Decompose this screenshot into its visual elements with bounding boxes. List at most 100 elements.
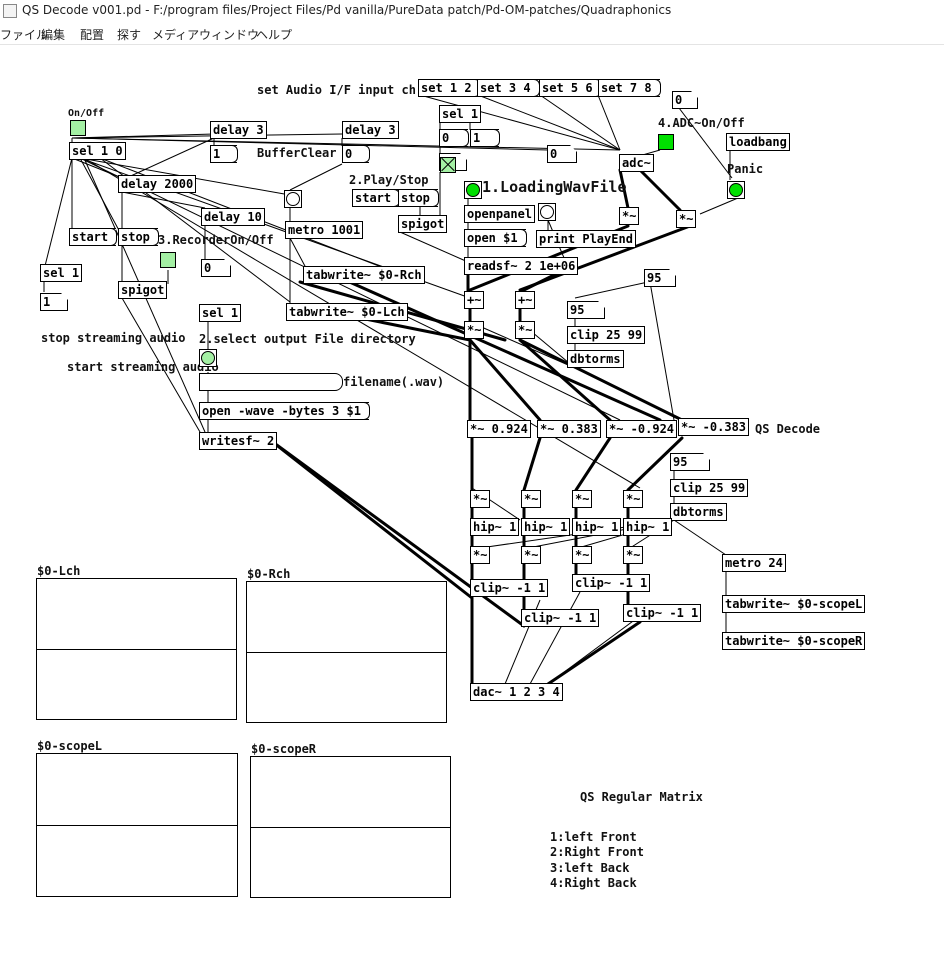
obj-mul-b[interactable]: *~ [676, 210, 697, 228]
obj-hip-2[interactable]: hip~ 1 [521, 518, 571, 536]
msg-zero-a[interactable]: 0 [342, 145, 370, 163]
obj-delay-3-a[interactable]: delay 3 [210, 121, 267, 139]
adc-toggle[interactable] [658, 134, 674, 150]
obj-adc[interactable]: adc~ [619, 154, 654, 172]
obj-clip-sig-2[interactable]: clip~ -1 1 [521, 609, 600, 627]
comment-adc-on-off: 4.ADC~On/Off [658, 116, 745, 130]
msg-stop-rec[interactable]: stop [118, 228, 159, 246]
obj-sel-1-c[interactable]: sel 1 [40, 264, 83, 282]
array-rch[interactable] [246, 581, 447, 723]
obj-coef-neg-0924[interactable]: *~ -0.924 [606, 420, 678, 438]
msg-set-1-2[interactable]: set 1 2 [418, 79, 481, 97]
obj-n3[interactable]: *~ [572, 546, 593, 564]
obj-coef-0383[interactable]: *~ 0.383 [537, 420, 601, 438]
msg-set-5-6[interactable]: set 5 6 [539, 79, 602, 97]
loading-bang[interactable] [464, 181, 482, 199]
obj-delay-3-b[interactable]: delay 3 [342, 121, 399, 139]
obj-sel-1-b[interactable]: sel 1 [199, 304, 242, 322]
obj-metro-1001[interactable]: metro 1001 [285, 221, 364, 239]
panic-bang[interactable] [727, 181, 745, 199]
obj-hip-3[interactable]: hip~ 1 [572, 518, 622, 536]
obj-n2[interactable]: *~ [521, 546, 542, 564]
array-scopeR[interactable] [250, 756, 451, 898]
obj-dbtorms-a[interactable]: dbtorms [567, 350, 624, 368]
obj-sel-1-a[interactable]: sel 1 [439, 105, 482, 123]
menu-media[interactable]: メディア [152, 28, 200, 42]
obj-mul-a[interactable]: *~ [619, 207, 640, 225]
obj-spigot-b[interactable]: spigot [398, 215, 448, 233]
obj-loadbang[interactable]: loadbang [726, 133, 790, 151]
msg-open-file[interactable]: open $1 [464, 229, 527, 247]
obj-dbtorms-b[interactable]: dbtorms [670, 503, 727, 521]
msg-set-7-8[interactable]: set 7 8 [598, 79, 661, 97]
obj-m3[interactable]: *~ [572, 490, 593, 508]
obj-mul-c[interactable]: *~ [464, 321, 485, 339]
number-box[interactable]: 0 [547, 145, 577, 163]
obj-tabwrite-rch[interactable]: tabwrite~ $0-Rch [303, 266, 425, 284]
array-lch[interactable] [36, 578, 237, 720]
array-scopeL[interactable] [36, 753, 238, 897]
number-box[interactable]: 95 [670, 453, 710, 471]
obj-sel-1-0[interactable]: sel 1 0 [69, 142, 126, 160]
obj-hip-1[interactable]: hip~ 1 [470, 518, 520, 536]
obj-coef-0924[interactable]: *~ 0.924 [467, 420, 531, 438]
filename-field[interactable] [199, 373, 343, 391]
menu-file[interactable]: ファイル [0, 28, 49, 42]
obj-delay-2000[interactable]: delay 2000 [118, 175, 197, 193]
obj-print-playend[interactable]: print PlayEnd [536, 230, 636, 248]
obj-m1[interactable]: *~ [470, 490, 491, 508]
obj-m2[interactable]: *~ [521, 490, 542, 508]
menu-find[interactable]: 探す [117, 28, 142, 42]
obj-tabwrite-scopeR[interactable]: tabwrite~ $0-scopeR [722, 632, 866, 650]
obj-clip-sig-3[interactable]: clip~ -1 1 [572, 574, 651, 592]
menu-help[interactable]: ヘルプ [256, 28, 293, 42]
comment-select-output-dir: 2.select output File directory [199, 332, 416, 346]
obj-clip-25-99-b[interactable]: clip 25 99 [670, 479, 749, 497]
msg-start-rec[interactable]: start [69, 228, 118, 246]
obj-n1[interactable]: *~ [470, 546, 491, 564]
obj-dac[interactable]: dac~ 1 2 3 4 [470, 683, 563, 701]
msg-one[interactable]: 1 [210, 145, 238, 163]
bang[interactable] [284, 190, 302, 208]
obj-metro-24[interactable]: metro 24 [722, 554, 786, 572]
obj-coef-neg-0383[interactable]: *~ -0.383 [678, 418, 750, 436]
on-off-toggle[interactable] [70, 120, 86, 136]
obj-clip-sig-4[interactable]: clip~ -1 1 [623, 604, 702, 622]
obj-tabwrite-scopeL[interactable]: tabwrite~ $0-scopeL [722, 595, 866, 613]
menu-edit[interactable]: 編集 [41, 28, 66, 42]
obj-tabwrite-lch[interactable]: tabwrite~ $0-Lch [286, 303, 408, 321]
obj-writesf[interactable]: writesf~ 2 [199, 432, 278, 450]
start-streaming-bang[interactable] [199, 349, 217, 367]
play-toggle[interactable] [440, 157, 456, 173]
msg-open-wave[interactable]: open -wave -bytes 3 $1 [199, 402, 370, 420]
playend-bang[interactable] [538, 203, 556, 221]
obj-plus-b[interactable]: +~ [515, 291, 536, 309]
obj-plus-a[interactable]: +~ [464, 291, 485, 309]
obj-delay-10[interactable]: delay 10 [201, 208, 265, 226]
obj-clip-sig-1[interactable]: clip~ -1 1 [470, 579, 549, 597]
msg-set-3-4[interactable]: set 3 4 [477, 79, 540, 97]
msg-zero-b[interactable]: 0 [439, 129, 469, 147]
menu-arrange[interactable]: 配置 [80, 28, 105, 42]
msg-start-play[interactable]: start [352, 189, 401, 207]
menu-window[interactable]: ウィンドウ [199, 28, 260, 42]
obj-hip-4[interactable]: hip~ 1 [623, 518, 673, 536]
number-box[interactable]: 95 [567, 301, 605, 319]
title-bar: QS Decode v001.pd - F:/program files/Pro… [0, 0, 944, 22]
patch-canvas[interactable]: set Audio I/F input ch set 1 2 set 3 4 s… [0, 45, 944, 966]
obj-mul-d[interactable]: *~ [515, 321, 536, 339]
obj-readsf[interactable]: readsf~ 2 1e+06 [464, 257, 579, 275]
number-box[interactable]: 0 [672, 91, 698, 109]
obj-clip-25-99-a[interactable]: clip 25 99 [567, 326, 646, 344]
number-box[interactable]: 0 [201, 259, 231, 277]
obj-m4[interactable]: *~ [623, 490, 644, 508]
window-title: QS Decode v001.pd - F:/program files/Pro… [22, 3, 672, 17]
number-box[interactable]: 95 [644, 269, 676, 287]
msg-stop-play[interactable]: stop [398, 189, 439, 207]
obj-spigot-a[interactable]: spigot [118, 281, 168, 299]
msg-one-b[interactable]: 1 [470, 129, 500, 147]
obj-openpanel[interactable]: openpanel [464, 205, 536, 223]
recorder-toggle[interactable] [160, 252, 176, 268]
number-box[interactable]: 1 [40, 293, 68, 311]
obj-n4[interactable]: *~ [623, 546, 644, 564]
